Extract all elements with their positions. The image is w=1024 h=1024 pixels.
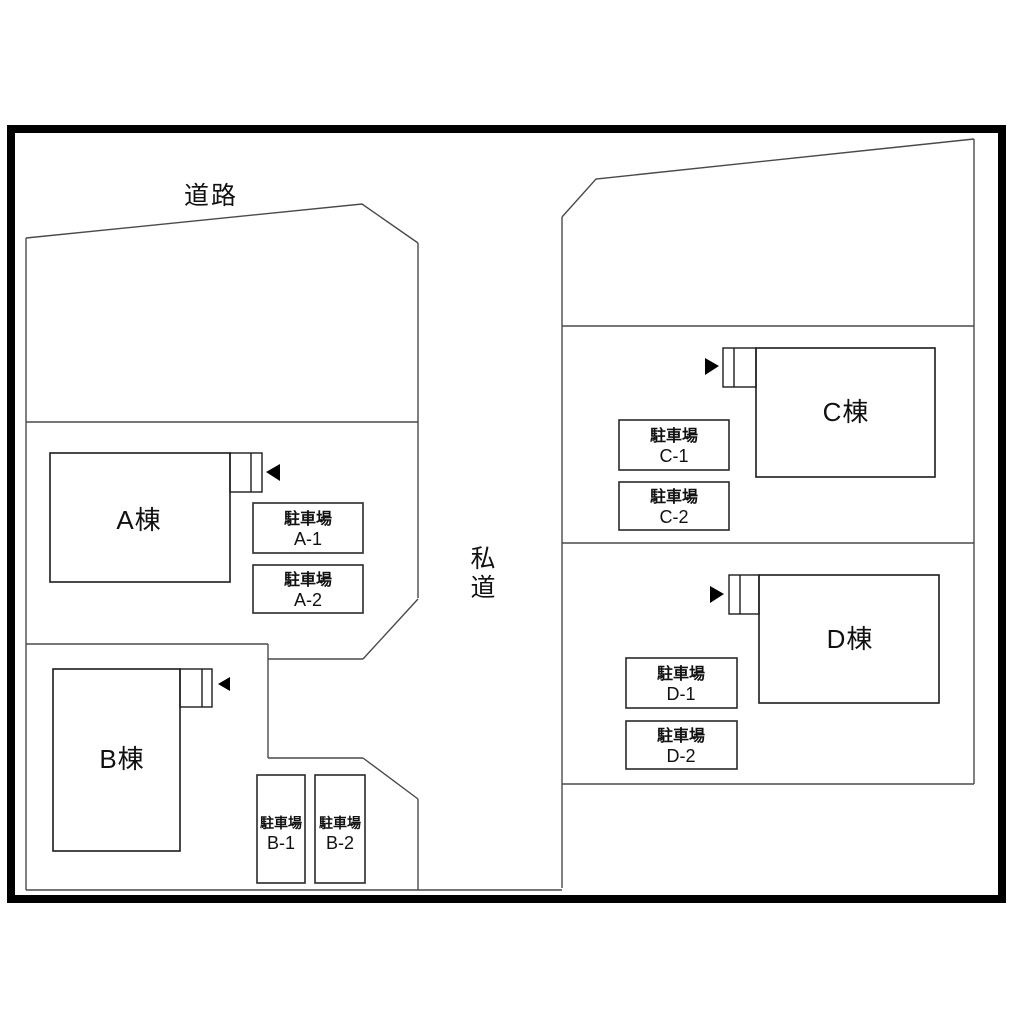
parking-c2: 駐車場 C-2 (618, 481, 730, 531)
building-b-label: B棟 (99, 744, 144, 774)
parking-d1: 駐車場 D-1 (625, 657, 738, 709)
parking-d1-label: D-1 (666, 684, 695, 704)
parking-b2-title: 駐車場 (319, 815, 361, 831)
plan-outer-border (7, 125, 1006, 903)
parking-a2: 駐車場 A-2 (252, 564, 364, 614)
parking-c1-label: C-1 (659, 446, 688, 466)
left-parcel-outline (25, 203, 562, 891)
building-a-label: A棟 (116, 505, 161, 535)
b-parcel-corner-diagonal (362, 757, 419, 800)
building-d-entrance (728, 574, 760, 615)
arrow-right-icon (710, 586, 724, 603)
road-edge-left (25, 203, 419, 244)
parking-c1-box (618, 419, 730, 471)
building-b: B棟 (52, 668, 230, 852)
road-label: 道路 (184, 182, 238, 210)
parking-b1-box (256, 774, 306, 884)
building-a: A棟 (49, 452, 280, 583)
parking-b2: 駐車場 B-2 (314, 774, 366, 884)
parking-d2-label: D-2 (666, 746, 695, 766)
parking-c2-title: 駐車場 (650, 487, 698, 506)
parking-b1-label: B-1 (267, 833, 295, 853)
building-a-entrance (229, 452, 263, 493)
parking-a2-title: 駐車場 (284, 570, 332, 589)
arrow-left-icon (266, 464, 280, 481)
building-d: D棟 (710, 574, 940, 704)
parking-a1-label: A-1 (294, 529, 322, 549)
parking-d2: 駐車場 D-2 (625, 720, 738, 770)
arrow-left-icon (218, 677, 230, 691)
parking-b2-box (314, 774, 366, 884)
arrow-right-icon (705, 358, 719, 375)
road-edge-right (561, 138, 975, 218)
parking-c2-box (618, 481, 730, 531)
building-b-outline (52, 668, 181, 852)
parking-c2-label: C-2 (659, 507, 688, 527)
a-parcel-corner-diagonal (362, 598, 419, 660)
parking-a2-box (252, 564, 364, 614)
parking-d2-box (625, 720, 738, 770)
parking-d1-title: 駐車場 (657, 664, 705, 683)
parking-a2-label: A-2 (294, 590, 322, 610)
parking-d1-box (625, 657, 738, 709)
building-b-entrance (179, 668, 213, 708)
parking-c1-title: 駐車場 (650, 426, 698, 445)
building-c-entrance (722, 347, 757, 388)
parking-d2-title: 駐車場 (657, 726, 705, 745)
building-a-outline (49, 452, 231, 583)
building-d-outline (758, 574, 940, 704)
parking-a1-title: 駐車場 (284, 509, 332, 528)
parking-b2-label: B-2 (326, 833, 354, 853)
private-road-label-line1: 私 (470, 545, 495, 573)
parking-b1-title: 駐車場 (260, 815, 302, 831)
building-c-label: C棟 (823, 397, 870, 427)
building-c-outline (755, 347, 936, 478)
parking-a1: 駐車場 A-1 (252, 502, 364, 554)
parking-c1: 駐車場 C-1 (618, 419, 730, 471)
building-c: C棟 (705, 347, 936, 478)
right-parcel-outline (561, 138, 975, 888)
parking-b1: 駐車場 B-1 (256, 774, 306, 884)
building-d-label: D棟 (827, 624, 874, 654)
private-road-label-line2: 道 (470, 574, 495, 602)
parking-a1-box (252, 502, 364, 554)
